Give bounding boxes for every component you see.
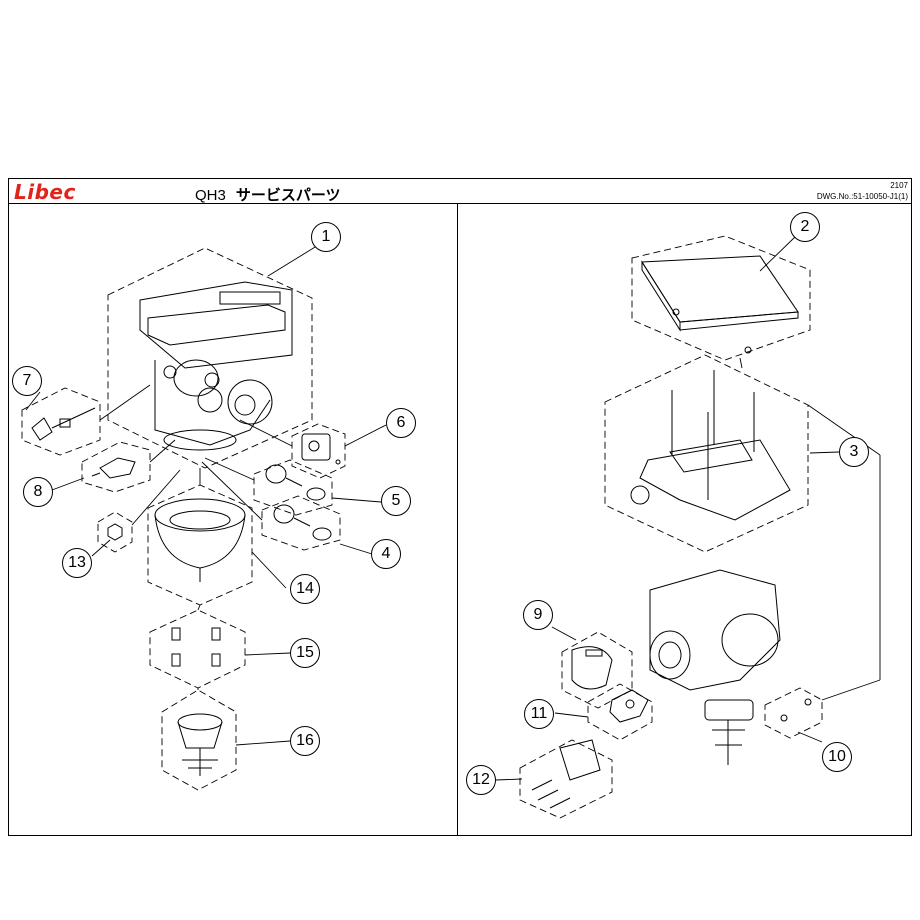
part-5-knob (265, 464, 326, 501)
part-12-pad (531, 739, 601, 809)
sheet-border (8, 178, 912, 836)
revision-code: 2107 (890, 181, 908, 190)
part-2-plate (641, 255, 799, 354)
group-outlines (21, 235, 823, 819)
group-outline-8 (81, 441, 151, 493)
callout-10: 10 (822, 742, 852, 772)
title-jp: サービスパーツ (235, 187, 341, 204)
right-head-assembly (649, 569, 781, 765)
group-outline-1 (107, 247, 313, 469)
group-outline-5 (253, 459, 333, 516)
part-11-bracket (609, 689, 649, 723)
connector-right-2-3 (739, 357, 743, 369)
group-outline-3 (604, 354, 809, 553)
leader-line-6 (344, 424, 387, 447)
leader-line-15 (244, 652, 291, 656)
leader-line-14 (251, 551, 287, 589)
leader-line-8 (51, 477, 85, 491)
callout-5: 5 (381, 486, 411, 516)
leader-line-9 (551, 626, 577, 641)
callout-13: 13 (62, 548, 92, 578)
part-10-screws (780, 698, 812, 722)
callout-14: 14 (290, 574, 320, 604)
group-outline-6 (291, 423, 346, 479)
connector-right-10 (821, 679, 881, 701)
callout-8: 8 (23, 477, 53, 507)
part-7-lever (31, 407, 96, 441)
group-outline-15 (149, 609, 246, 689)
callout-1: 1 (311, 222, 341, 252)
part-8-lock (91, 457, 136, 479)
part-4-knob (273, 504, 332, 541)
callout-3: 3 (839, 437, 869, 467)
group-outline-16 (161, 689, 237, 791)
connector-left-4 (201, 461, 263, 521)
leader-line-11 (554, 712, 589, 718)
connector-left-13 (131, 469, 181, 526)
callout-16: 16 (290, 726, 320, 756)
group-outline-10 (764, 687, 823, 739)
callout-12: 12 (466, 765, 496, 795)
center-divider (457, 204, 458, 835)
part-6-bracket (301, 433, 341, 465)
callout-2: 2 (790, 212, 820, 242)
leader-line-2 (759, 235, 797, 272)
document-title: QH3 サービスパーツ (195, 184, 341, 205)
part-drawings (31, 255, 812, 809)
group-outline-13 (97, 511, 133, 553)
part-14-bowl (154, 498, 246, 582)
part-3-slideplate (630, 370, 791, 521)
group-outline-7 (21, 387, 101, 456)
connector-left-7 (99, 384, 151, 421)
leader-line-12 (495, 778, 523, 781)
model-name: QH3 (195, 187, 226, 204)
part-9-plate (571, 646, 613, 690)
leader-line-7 (25, 391, 41, 411)
callout-7: 7 (12, 366, 42, 396)
leader-line-4 (339, 543, 373, 555)
group-outline-11 (587, 683, 653, 741)
callout-11: 11 (524, 699, 554, 729)
group-outline-14 (147, 484, 253, 606)
part-15-screws (171, 627, 221, 667)
callout-6: 6 (386, 408, 416, 438)
part-16-base (177, 713, 223, 776)
leader-line-16 (235, 740, 291, 746)
connector-left-15 (197, 604, 201, 611)
leader-line-10 (797, 731, 823, 743)
leader-line-3 (809, 451, 840, 454)
leader-line-1 (267, 243, 321, 277)
connector-left-5 (204, 457, 255, 481)
leader-lines (25, 235, 881, 781)
title-block-rule (8, 203, 912, 204)
group-outline-12 (519, 739, 613, 819)
callout-9: 9 (523, 600, 553, 630)
leader-line-5 (331, 497, 382, 503)
connector-left-8 (149, 439, 176, 463)
leader-line-13 (91, 539, 111, 557)
fluid-head-assembly (139, 281, 293, 451)
callout-15: 15 (290, 638, 320, 668)
libec-logo: Libec (14, 180, 76, 204)
part-13-nut (107, 523, 123, 541)
drawing-number: DWG.No.:51-10050-J1(1) (816, 192, 908, 201)
group-outline-2 (631, 235, 811, 361)
callout-4: 4 (371, 539, 401, 569)
group-outline-4 (261, 495, 341, 551)
